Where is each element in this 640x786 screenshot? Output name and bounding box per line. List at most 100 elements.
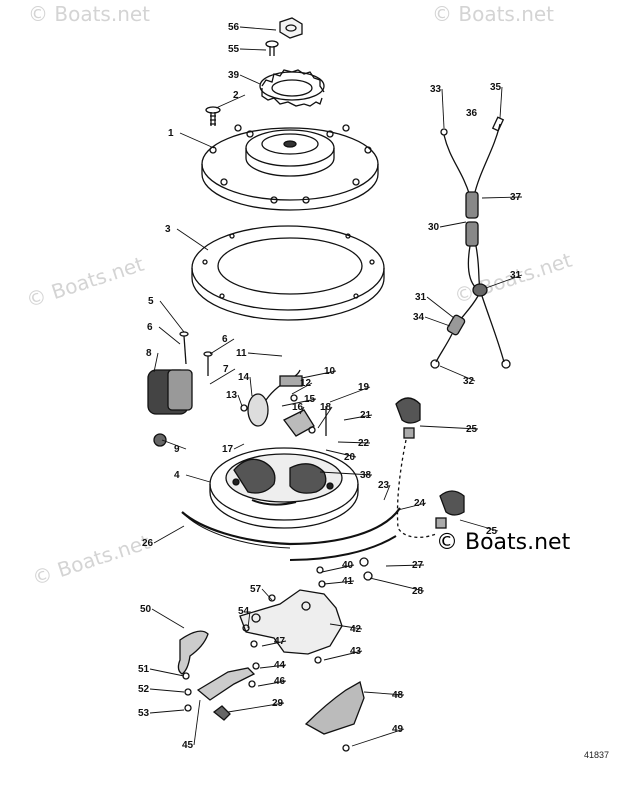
callout-label-1: 1 xyxy=(168,128,174,139)
callout-leader-41 xyxy=(323,580,355,585)
callout-leader-53 xyxy=(149,709,185,714)
callout-leader-22 xyxy=(337,441,371,444)
callout-leader-43 xyxy=(323,650,363,661)
callout-label-53: 53 xyxy=(138,708,150,719)
callout-leader-16 xyxy=(299,406,305,415)
callout-leader-14 xyxy=(249,376,253,397)
callout-leader-9 xyxy=(161,439,187,450)
callout-label-7: 7 xyxy=(223,364,229,375)
callout-leader-44 xyxy=(259,664,287,669)
callout-label-30: 30 xyxy=(428,222,440,233)
callout-label-50: 50 xyxy=(140,604,152,615)
callout-leader-35 xyxy=(499,86,503,119)
callout-leader-12 xyxy=(291,382,313,395)
callout-label-40: 40 xyxy=(342,560,354,571)
callout-label-44: 44 xyxy=(274,660,286,671)
callout-label-22: 22 xyxy=(358,438,370,449)
callout-leader-24 xyxy=(397,502,427,511)
arm-45 xyxy=(196,667,256,701)
callout-label-36: 36 xyxy=(466,108,478,119)
ring-gear-3 xyxy=(191,225,385,321)
callout-leader-21 xyxy=(343,414,373,421)
callout-label-3: 3 xyxy=(165,224,171,235)
callout-label-25: 25 xyxy=(486,526,498,537)
callout-label-28: 28 xyxy=(412,586,424,597)
screw-55 xyxy=(265,40,279,56)
callout-label-11: 11 xyxy=(236,348,247,359)
callout-leader-57 xyxy=(261,588,273,601)
callout-leader-33 xyxy=(441,88,445,129)
callout-label-45: 45 xyxy=(182,740,194,751)
callout-label-52: 52 xyxy=(138,684,150,695)
callout-label-32: 32 xyxy=(463,376,475,387)
callout-leader-18 xyxy=(317,406,333,429)
callout-leader-40 xyxy=(321,564,355,573)
callout-label-14: 14 xyxy=(238,372,250,383)
screw-2 xyxy=(205,106,221,126)
callout-leader-17 xyxy=(233,443,245,450)
small-fasteners xyxy=(182,557,373,752)
callout-label-6: 6 xyxy=(222,334,228,345)
callout-leader-47 xyxy=(261,640,287,647)
callout-label-21: 21 xyxy=(360,410,372,421)
wire-harness xyxy=(430,116,511,369)
callout-label-43: 43 xyxy=(350,646,362,657)
callout-label-8: 8 xyxy=(146,348,152,359)
callout-leader-38 xyxy=(319,471,373,476)
bracket-48 xyxy=(304,681,365,735)
callout-leader-32 xyxy=(439,365,476,382)
callout-leader-3 xyxy=(176,228,209,251)
callout-label-16: 16 xyxy=(292,402,304,413)
callout-leader-11 xyxy=(247,352,283,357)
callout-leader-34 xyxy=(424,316,451,327)
breaker-points xyxy=(240,369,327,437)
callout-leader-48 xyxy=(363,691,405,696)
callout-leader-6 xyxy=(158,326,181,345)
callout-leader-50 xyxy=(151,608,185,629)
callout-label-54: 54 xyxy=(238,606,250,617)
diagram-number: 41837 xyxy=(584,750,610,760)
callout-leader-15 xyxy=(281,398,317,407)
callout-leader-8 xyxy=(153,352,159,373)
callout-label-55: 55 xyxy=(228,44,240,55)
callout-label-29: 29 xyxy=(272,698,284,709)
callout-label-34: 34 xyxy=(413,312,425,323)
callout-label-57: 57 xyxy=(250,584,262,595)
flywheel-1 xyxy=(201,124,379,211)
callout-label-42: 42 xyxy=(350,624,362,635)
callout-label-18: 18 xyxy=(320,402,332,413)
callout-leader-5 xyxy=(159,300,185,333)
callout-leader-19 xyxy=(329,386,371,403)
callout-label-27: 27 xyxy=(412,560,424,571)
callout-leader-29 xyxy=(227,702,285,713)
callout-label-51: 51 xyxy=(138,664,150,675)
callout-leader-25 xyxy=(419,425,479,430)
callout-label-48: 48 xyxy=(392,690,404,701)
callout-label-31: 31 xyxy=(510,270,522,281)
callout-label-41: 41 xyxy=(342,576,354,587)
callout-leader-26 xyxy=(153,525,185,544)
callout-label-2: 2 xyxy=(233,90,239,101)
callout-label-4: 4 xyxy=(174,470,180,481)
callout-leader-20 xyxy=(325,449,357,458)
callout-label-13: 13 xyxy=(226,390,238,401)
callout-leader-30 xyxy=(439,221,467,228)
callout-leader-25 xyxy=(459,519,499,532)
callout-label-37: 37 xyxy=(510,192,522,203)
clip-29 xyxy=(212,705,231,721)
callout-label-49: 49 xyxy=(392,724,404,735)
callout-leader-13 xyxy=(237,394,243,407)
callout-label-20: 20 xyxy=(344,452,356,463)
callout-leader-49 xyxy=(351,728,405,747)
callout-leader-45 xyxy=(193,699,201,746)
callout-label-46: 46 xyxy=(274,676,286,687)
callout-leader-23 xyxy=(383,484,391,501)
callout-leader-28 xyxy=(369,577,425,592)
callout-leader-56 xyxy=(239,26,277,31)
callout-leader-37 xyxy=(481,196,523,199)
callout-label-47: 47 xyxy=(274,636,286,647)
callout-label-6: 6 xyxy=(147,322,153,333)
